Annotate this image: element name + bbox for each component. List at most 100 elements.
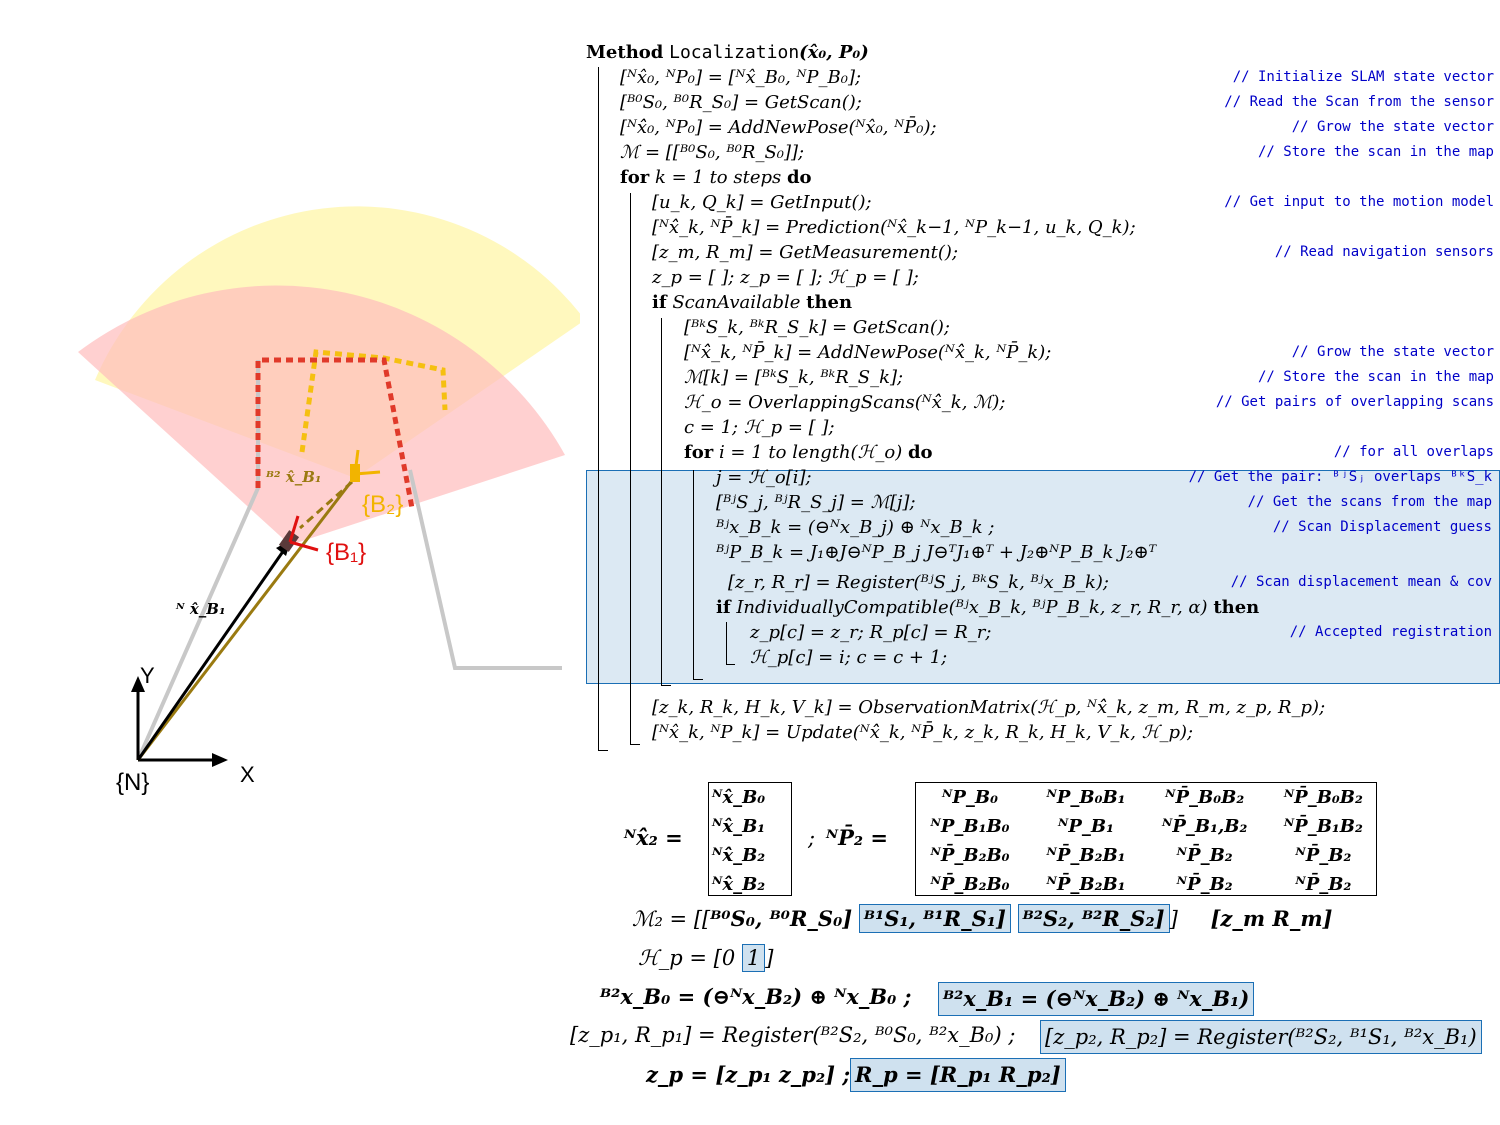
algorithm-line: [ᴺx̂_k, ᴺP_k] = Update(ᴺx̂̂_k, ᴺP̄_k, z_… xyxy=(586,720,1494,745)
algorithm-line: [z_k, R_k, H_k, V_k] = ObservationMatrix… xyxy=(586,695,1494,720)
algorithm-statement: i = 1 to length(ℋ_o) xyxy=(713,442,908,463)
algorithm-statement: [ᴺx̂̂_k, ᴺP̄_k] = Prediction(ᴺx̂_k−1, ᴺP… xyxy=(652,217,1136,238)
algorithm-line: z_p[c] = z_r; R_p[c] = R_r;// Accepted r… xyxy=(586,620,1492,645)
algorithm-line-code: if ScanAvailable then xyxy=(652,290,852,315)
algorithm-statement: ℳ[k] = [ᴮᵏS_k, ᴮᵏR_S_k]; xyxy=(684,367,904,388)
algorithm-line-code: ℳ[k] = [ᴮᵏS_k, ᴮᵏR_S_k]; xyxy=(684,365,903,390)
algorithm-line-code: ℋ_o = OverlappingScans(ᴺx̂̂_k, ℳ); xyxy=(684,390,1006,415)
for-i-block-foot xyxy=(693,679,703,680)
algorithm-line: ℋ_o = OverlappingScans(ᴺx̂̂_k, ℳ); // Get… xyxy=(586,390,1494,415)
algorithm-comment: // Get input to the motion model xyxy=(1224,194,1494,210)
state-vector-entry: ᴺx̂_B₁ xyxy=(712,816,766,837)
rp-equation-box: R_p = [R_p₁ R_p₂] xyxy=(850,1058,1066,1092)
algorithm-keyword: do xyxy=(907,442,933,463)
algorithm-statement: [u_k, Q_k] = GetInput(); xyxy=(652,192,872,213)
algorithm-line-code: [z_r, R_r] = Register(ᴮʲS_j, ᴮᵏS_k, ᴮʲx_… xyxy=(728,570,1109,595)
map-lhs: ℳ₂ = [[ xyxy=(632,907,711,931)
algorithm-comment: // Scan displacement mean & cov xyxy=(1230,574,1492,590)
algorithm-statement: ᴮʲP_B_k = J₁⊕J⊖ᴺP_B_j J⊖ᵀJ₁⊕ᵀ + J₂⊕ᴺP_B_… xyxy=(716,542,1157,563)
if-scan-block-foot xyxy=(661,685,671,686)
hp-lhs: ℋ_p = [0 xyxy=(638,946,736,970)
algorithm-line: ᴮʲx_B_k = (⊖ᴺx_B_j) ⊕ ᴺx_B_k ;// Scan Di… xyxy=(586,515,1492,540)
covariance-entry: ᴺP̄_B₂B₀ xyxy=(930,874,1010,895)
algorithm-statement: [ᴮᵏS_k, ᴮᵏR_S_k] = GetScan(); xyxy=(684,317,950,338)
algorithm-comment: // Read the Scan from the sensor xyxy=(1224,94,1494,110)
algorithm-line-code: [ᴺx̂̂_k, ᴺP̄_k] = AddNewPose(ᴺx̂̂_k, ᴺP̄… xyxy=(684,340,1051,365)
covariance-entry: ᴺP̄_B₂ xyxy=(1295,845,1352,866)
hp-close: ] xyxy=(765,946,774,970)
for-k-block-foot xyxy=(630,744,640,745)
algorithm-statement: j = ℋ_o[i]; xyxy=(716,467,812,488)
state-vector-entry: ᴺx̂̂_B₂ xyxy=(712,874,766,895)
algorithm-statement: [z_r, R_r] = Register(ᴮʲS_j, ᴮᵏS_k, ᴮʲx_… xyxy=(728,572,1109,593)
method-name: Localization xyxy=(669,42,800,63)
if-scan-block-rule xyxy=(661,318,662,686)
algorithm-line-code: [ᴺx̂_k, ᴺP_k] = Update(ᴺx̂̂_k, ᴺP̄_k, z_… xyxy=(652,720,1193,745)
vector-label-n-xb1: ᴺ x̂_B₁ xyxy=(175,600,226,618)
algorithm-line-code: [ᴺx̂̂₀, ᴺP₀] = AddNewPose(ᴺx̂₀, ᴺP̄₀); xyxy=(620,115,937,140)
algorithm-comment: // Store the scan in the map xyxy=(1257,369,1494,385)
algorithm-line: z_p = [ ]; z_p = [ ]; ℋ_p = [ ]; xyxy=(586,265,1494,290)
algorithm-line-code: [u_k, Q_k] = GetInput(); xyxy=(652,190,872,215)
covariance-entry: ᴺP̄_B₁B₂ xyxy=(1283,816,1363,837)
covariance-entry: ᴺP̄_B₂B₁ xyxy=(1046,845,1126,866)
algorithm-keyword: do xyxy=(786,167,812,188)
algorithm-comment: // Initialize SLAM state vector xyxy=(1232,69,1494,85)
state-vector-entry: ᴺx̂̂_B₂ xyxy=(712,845,766,866)
algorithm-line: for k = 1 to steps do xyxy=(586,165,1494,190)
state-vector-entry: ᴺx̂_B₀ xyxy=(712,787,766,808)
algorithm-line: [ᴺx̂̂_k, ᴺP̄_k] = Prediction(ᴺx̂_k−1, ᴺP… xyxy=(586,215,1494,240)
algorithm-line: [z_r, R_r] = Register(ᴮʲS_j, ᴮᵏS_k, ᴮʲx_… xyxy=(586,570,1492,595)
algorithm-line: [u_k, Q_k] = GetInput(); // Get input to … xyxy=(586,190,1494,215)
state-cov-separator: ; xyxy=(808,826,816,850)
displacement-equation-0: ᴮ²x_B₀ = (⊖ᴺx_B₂) ⊕ ᴺx_B₀ ; xyxy=(600,984,912,1009)
algorithm-line: [z_m, R_m] = GetMeasurement(); // Read na… xyxy=(586,240,1494,265)
method-args: (x̂₀, P₀) xyxy=(799,42,869,63)
algorithm-statement: ScanAvailable xyxy=(666,292,807,313)
covariance-entry: ᴺP̄_B₂B₁ xyxy=(1046,874,1126,895)
method-keyword: Method xyxy=(586,42,664,63)
algorithm-line: [ᴮᵏS_k, ᴮᵏR_S_k] = GetScan(); xyxy=(586,315,1494,340)
algorithm-line: for i = 1 to length(ℋ_o) do // for all ov… xyxy=(586,440,1494,465)
algorithm-statement: ℋ_o = OverlappingScans(ᴺx̂̂_k, ℳ); xyxy=(684,392,1006,413)
algorithm-comment: // Accepted registration xyxy=(1289,624,1492,640)
algorithm-line: [ᴮ⁰S₀, ᴮ⁰R_S₀] = GetScan(); // Read the S… xyxy=(586,90,1494,115)
map-scan-0: ᴮ⁰S₀, ᴮ⁰R_S₀] xyxy=(710,906,853,931)
frame-label-n: {N} xyxy=(116,769,149,796)
algorithm-comment: // Read navigation sensors xyxy=(1274,244,1494,260)
for-i-block-rule xyxy=(693,470,694,680)
algorithm-line-code: [ᴺx̂₀, ᴺP₀] = [ᴺx̂_B₀, ᴺP_B₀]; xyxy=(620,65,861,90)
y-axis-arrowhead xyxy=(131,676,145,692)
map-scan-1-box: ᴮ¹S₁, ᴮ¹R_S₁] xyxy=(858,904,1011,933)
algorithm-statement: [ᴺx̂₀, ᴺP₀] = [ᴺx̂_B₀, ᴺP_B₀]; xyxy=(620,67,862,88)
algorithm-statement: [ᴺx̂̂₀, ᴺP₀] = AddNewPose(ᴺx̂₀, ᴺP̄₀); xyxy=(620,117,937,138)
algorithm-line-code: if IndividuallyCompatible(ᴮʲx_B_k, ᴮʲP_B… xyxy=(716,595,1259,620)
slam-scan-figure: {N} X Y {B₁} {B₂} ᴺ x̂_B₁ ᴮ² x̂_B₁ xyxy=(78,206,580,796)
covariance-bracket xyxy=(915,782,1377,896)
algorithm-comment: // for all overlaps xyxy=(1333,444,1494,460)
scan-b1 xyxy=(255,357,415,509)
map-nav-measurement: [z_m R_m] xyxy=(1210,906,1333,931)
algorithm-line-code: ℳ = [[ᴮ⁰S₀, ᴮ⁰R_S₀]]; xyxy=(620,140,804,165)
x-axis-arrowhead xyxy=(212,753,228,767)
algorithm-line-code: [z_k, R_k, H_k, V_k] = ObservationMatrix… xyxy=(652,695,1325,720)
algorithm-comment: // Store the scan in the map xyxy=(1257,144,1494,160)
algorithm-statement: [ᴮ⁰S₀, ᴮ⁰R_S₀] = GetScan(); xyxy=(620,92,862,113)
for-k-block-rule xyxy=(630,193,631,745)
algorithm-statement: ᴮʲx_B_k = (⊖ᴺx_B_j) ⊕ ᴺx_B_k ; xyxy=(716,517,995,538)
map-scan-2-box: ᴮ²S₂, ᴮ²R_S₂] xyxy=(1017,904,1170,933)
algorithm-line-code: for i = 1 to length(ℋ_o) do xyxy=(684,440,933,465)
covariance-entry: ᴺP̄_B₀B₂ xyxy=(1165,787,1245,808)
algorithm-keyword: then xyxy=(806,292,853,313)
algorithm-line-code: ᴮʲP_B_k = J₁⊕J⊖ᴺP_B_j J⊖ᵀJ₁⊕ᵀ + J₂⊕ᴺP_B_… xyxy=(716,540,1156,565)
algorithm-statement: [z_m, R_m] = GetMeasurement(); xyxy=(652,242,959,263)
state-vector-matrix: ᴺx̂_B₀ ᴺx̂_B₁ ᴺx̂̂_B₂ ᴺx̂̂_B₂ xyxy=(706,783,771,899)
covariance-entry: ᴺP̄_B₂B₀ xyxy=(930,845,1010,866)
algorithm-line: ℳ[k] = [ᴮᵏS_k, ᴮᵏR_S_k]; // Store the sca… xyxy=(586,365,1494,390)
localization-algorithm: Method Localization(x̂₀, P₀) [ᴺx̂₀, ᴺP₀]… xyxy=(586,40,1500,760)
algorithm-statement: IndividuallyCompatible(ᴮʲx_B_k, ᴮʲP_B_k,… xyxy=(730,597,1214,618)
algorithm-comment: // Get the scans from the map xyxy=(1247,494,1492,510)
algorithm-comment: // Get pairs of overlapping scans xyxy=(1215,394,1494,410)
if-compat-block-rule xyxy=(726,622,727,665)
method-block-rule xyxy=(598,67,599,751)
